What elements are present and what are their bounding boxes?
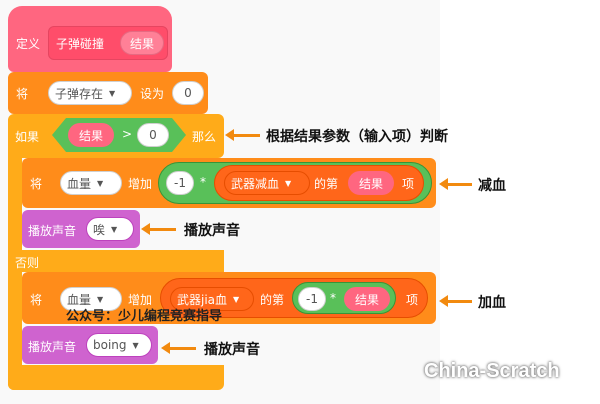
compare-value-text: 0 bbox=[149, 128, 157, 142]
neg-one-1-text: -1 bbox=[174, 176, 186, 190]
change-variable-block-increase[interactable]: 将 血量 ▼ 增加 武器jia血 ▼ 的第 -1 * 结果 项 bbox=[22, 272, 436, 324]
chevron-down-icon: ▼ bbox=[109, 88, 116, 98]
item-suffix-1: 项 bbox=[402, 177, 415, 191]
else-bar bbox=[8, 250, 224, 272]
change-by-label-2: 增加 bbox=[128, 293, 153, 307]
sound-2-value: boing bbox=[93, 338, 127, 352]
annotation-increase: 加血 bbox=[478, 295, 506, 311]
play-sound-label-2: 播放声音 bbox=[28, 340, 77, 354]
change-label-1: 将 bbox=[30, 177, 43, 191]
chevron-down-icon: ▼ bbox=[132, 340, 139, 350]
then-label: 那么 bbox=[192, 130, 217, 144]
multiply-sign-1: * bbox=[200, 175, 206, 189]
chevron-down-icon: ▼ bbox=[233, 294, 240, 304]
script-canvas[interactable]: 定义 子弹碰撞 结果 将 子弹存在 ▼ 设为 0 如果 结果 > 0 那么 将 … bbox=[0, 0, 440, 404]
list-dropdown-increase[interactable]: 武器jia血 ▼ bbox=[170, 287, 254, 311]
param-result-reporter-dec[interactable]: 结果 bbox=[348, 171, 394, 195]
annotation-decrease: 减血 bbox=[478, 178, 506, 194]
site-watermark: China-Scratch bbox=[424, 360, 560, 382]
sound-dropdown-2[interactable]: boing ▼ bbox=[86, 333, 152, 357]
param-result-label: 结果 bbox=[129, 36, 154, 51]
param-result-reporter-inc[interactable]: 结果 bbox=[344, 287, 390, 311]
item-of-label-2: 的第 bbox=[260, 293, 285, 307]
arrow-condition-icon bbox=[225, 129, 260, 141]
variable-hp-1-value: 血量 bbox=[67, 176, 92, 191]
annotation-sound-1: 播放声音 bbox=[184, 223, 240, 239]
arrow-decrease-icon bbox=[439, 178, 472, 190]
change-variable-block-decrease[interactable]: 将 血量 ▼ 增加 -1 * 武器减血 ▼ 的第 结果 项 bbox=[22, 158, 436, 208]
greater-than-sign: > bbox=[122, 127, 133, 141]
play-sound-label-1: 播放声音 bbox=[28, 224, 77, 238]
arrow-increase-icon bbox=[439, 295, 472, 307]
compare-value-input[interactable]: 0 bbox=[137, 123, 169, 147]
define-block[interactable]: 定义 子弹碰撞 结果 bbox=[8, 6, 172, 72]
if-else-bottom-bar bbox=[8, 365, 224, 390]
neg-one-input-2[interactable]: -1 bbox=[298, 287, 326, 311]
variable-dropdown[interactable]: 子弹存在 ▼ bbox=[48, 81, 132, 105]
define-label: 定义 bbox=[16, 37, 41, 51]
neg-one-2-text: -1 bbox=[306, 292, 318, 306]
item-of-label-1: 的第 bbox=[314, 177, 339, 191]
set-value-input[interactable]: 0 bbox=[172, 81, 204, 105]
sound-1-value: 唉 bbox=[93, 222, 106, 237]
param-result-dec-label: 结果 bbox=[358, 176, 383, 191]
variable-dropdown-hp-1[interactable]: 血量 ▼ bbox=[60, 171, 122, 195]
multiply-sign-2: * bbox=[330, 291, 336, 305]
arrow-sound-2-icon bbox=[161, 342, 196, 354]
set-variable-block[interactable]: 将 子弹存在 ▼ 设为 0 bbox=[8, 72, 208, 114]
variable-hp-2-value: 血量 bbox=[67, 292, 92, 307]
play-sound-block-2[interactable]: 播放声音 boing ▼ bbox=[22, 326, 158, 364]
set-value-text: 0 bbox=[184, 86, 192, 100]
change-by-label-1: 增加 bbox=[128, 177, 153, 191]
list-increase-value: 武器jia血 bbox=[177, 292, 228, 307]
param-result-inc-label: 结果 bbox=[354, 292, 379, 307]
wechat-watermark: 公众号：少儿编程竞赛指导 bbox=[66, 309, 223, 324]
custom-block-name: 子弹碰撞 bbox=[56, 37, 105, 51]
chevron-down-icon: ▼ bbox=[111, 224, 118, 234]
param-result-reporter[interactable]: 结果 bbox=[120, 31, 164, 55]
item-suffix-2: 项 bbox=[406, 293, 419, 307]
variable-dropdown-hp-2[interactable]: 血量 ▼ bbox=[60, 287, 122, 311]
set-label: 将 bbox=[16, 87, 29, 101]
annotation-condition: 根据结果参数（输入项）判断 bbox=[266, 129, 448, 145]
neg-one-input-1[interactable]: -1 bbox=[166, 171, 194, 195]
play-sound-block-1[interactable]: 播放声音 唉 ▼ bbox=[22, 210, 140, 248]
sound-dropdown-1[interactable]: 唉 ▼ bbox=[86, 217, 134, 241]
chevron-down-icon: ▼ bbox=[97, 178, 104, 188]
chevron-down-icon: ▼ bbox=[285, 178, 292, 188]
set-to-label: 设为 bbox=[140, 87, 165, 101]
arrow-sound-1-icon bbox=[141, 223, 176, 235]
change-label-2: 将 bbox=[30, 293, 43, 307]
param-result-reporter-if[interactable]: 结果 bbox=[68, 123, 114, 147]
annotation-sound-2: 播放声音 bbox=[204, 342, 260, 358]
variable-dropdown-value: 子弹存在 bbox=[55, 86, 104, 101]
list-decrease-value: 武器减血 bbox=[231, 176, 280, 191]
if-label: 如果 bbox=[15, 130, 40, 144]
else-label: 否则 bbox=[15, 256, 40, 270]
list-dropdown-decrease[interactable]: 武器减血 ▼ bbox=[224, 171, 310, 195]
param-result-if-label: 结果 bbox=[78, 128, 103, 143]
chevron-down-icon: ▼ bbox=[97, 294, 104, 304]
